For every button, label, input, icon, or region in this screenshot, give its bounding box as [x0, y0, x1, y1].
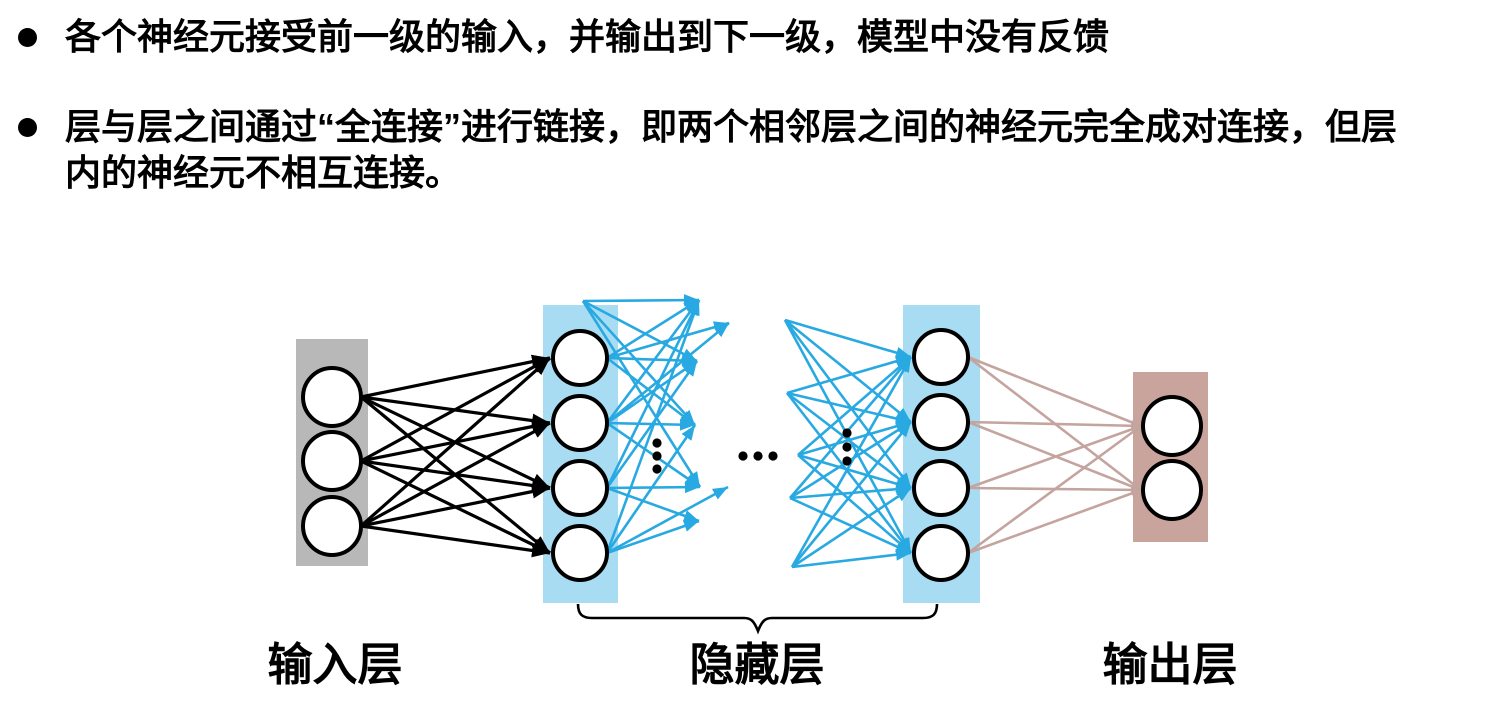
connection-line — [783, 319, 913, 489]
bullet-text-1: 各个神经元接受前一级的输入，并输出到下一级，模型中没有反馈 — [65, 14, 1465, 60]
connection-line — [606, 485, 729, 555]
connection-line — [360, 524, 551, 558]
connection-line — [606, 519, 700, 555]
connection-line — [797, 356, 912, 456]
connection-line — [789, 483, 912, 500]
connection-line — [784, 318, 912, 359]
connection-line — [967, 424, 1142, 490]
neuron-output — [1141, 459, 1203, 521]
connection-line — [606, 298, 700, 360]
connection-line — [789, 496, 912, 555]
ellipsis-dot — [768, 451, 778, 461]
neuron-hidden2 — [912, 459, 970, 517]
neuron-hidden1 — [551, 329, 609, 387]
bullet-icon — [18, 28, 37, 47]
connection-line — [605, 424, 697, 554]
connection-line — [605, 299, 701, 424]
connection-line — [967, 355, 1142, 428]
bullet-icon — [18, 118, 37, 137]
bullet-item-2: 层与层之间通过“全连接”进行链接，即两个相邻层之间的神经元完全成对连接，但层 内… — [18, 104, 1465, 196]
bullet-2-line-1: 层与层之间通过“全连接”进行链接，即两个相邻层之间的神经元完全成对连接，但层 — [65, 106, 1398, 147]
bullet-item-1: 各个神经元接受前一级的输入，并输出到下一级，模型中没有反馈 — [18, 14, 1465, 60]
bullet-text-2: 层与层之间通过“全连接”进行链接，即两个相邻层之间的神经元完全成对连接，但层 内… — [65, 104, 1465, 196]
connection-line — [797, 454, 912, 554]
ellipsis-dot — [842, 456, 852, 466]
neuron-hidden2 — [912, 524, 970, 582]
connection-line — [582, 294, 700, 307]
connection-line — [785, 392, 913, 554]
neuron-input — [301, 430, 363, 492]
connection-line — [606, 486, 700, 523]
connection-line — [789, 356, 912, 499]
connection-line — [786, 355, 912, 395]
bullet-2-line-2: 内的神经元不相互连接。 — [65, 152, 462, 193]
connection-line — [360, 356, 551, 463]
bullet-1-line-1: 各个神经元接受前一级的输入，并输出到下一级，模型中没有反馈 — [65, 16, 1110, 57]
connection-line — [790, 421, 913, 568]
connection-line — [786, 391, 912, 425]
ellipsis-dot — [842, 442, 852, 452]
neuron-input — [301, 495, 363, 557]
neuron-hidden2 — [912, 393, 970, 451]
connection-line — [797, 420, 912, 457]
ellipsis-dot — [753, 451, 763, 461]
connection-line — [359, 356, 552, 528]
ellipsis-dot — [652, 464, 662, 474]
connection-line — [582, 299, 698, 363]
ellipsis-dot — [652, 438, 662, 448]
connection-line — [784, 318, 912, 424]
connection-line — [967, 424, 1142, 555]
neuron-hidden2 — [912, 328, 970, 386]
connection-line — [967, 420, 1142, 430]
connection-line — [605, 299, 701, 554]
ellipsis-dot — [842, 428, 852, 438]
connection-line — [360, 484, 551, 528]
connection-line — [791, 486, 912, 569]
connection-line — [967, 488, 1142, 555]
neuron-hidden1 — [551, 394, 609, 452]
neuron-hidden1 — [551, 459, 609, 517]
connection-line — [582, 300, 696, 426]
connection-line — [606, 321, 730, 425]
neuron-hidden1 — [551, 524, 609, 582]
label-input-layer: 输入层 — [267, 639, 403, 690]
label-hidden-layer: 隐藏层 — [689, 639, 825, 690]
connection-line — [605, 299, 701, 489]
connection-line — [791, 548, 912, 569]
connection-line — [606, 359, 698, 425]
connection-line — [605, 360, 699, 489]
connection-line — [360, 354, 551, 399]
ellipsis-dot — [738, 451, 748, 461]
hidden-layer-brace — [576, 603, 939, 635]
label-output-layer: 输出层 — [1102, 639, 1238, 690]
connection-line — [790, 356, 913, 568]
connection-line — [797, 453, 912, 490]
ellipsis-dot — [652, 451, 662, 461]
connection-line — [360, 421, 551, 528]
neuron-input — [301, 366, 363, 428]
neuron-output — [1141, 395, 1203, 457]
